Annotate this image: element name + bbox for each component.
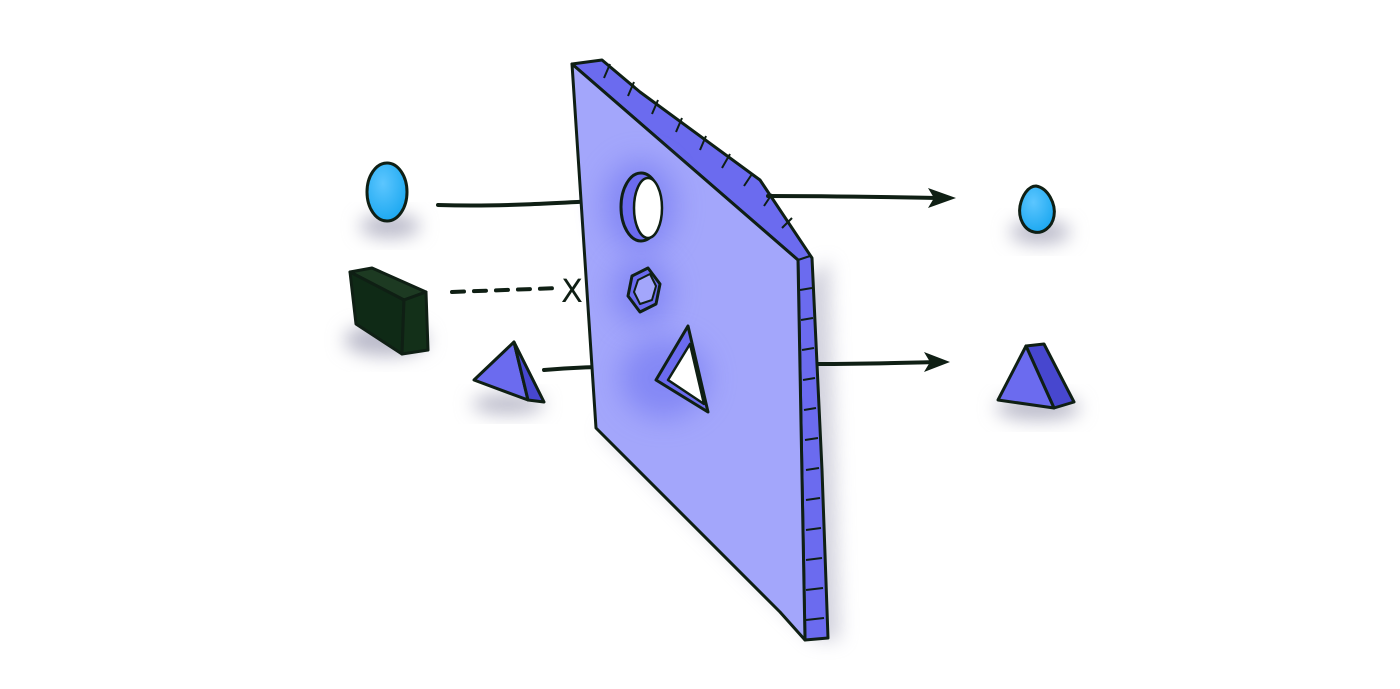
filter-panel (570, 58, 830, 642)
output-paths (766, 194, 942, 366)
rejected-marker: X (561, 272, 583, 310)
arrowheads (924, 188, 956, 372)
sphere-input (365, 161, 409, 223)
sphere-input-shadow (360, 214, 420, 238)
hexagon-hole (626, 266, 662, 314)
circle-hole (619, 171, 664, 243)
sphere-arrowhead (928, 188, 956, 208)
cube-input (348, 266, 430, 356)
cube-path-in (450, 286, 562, 294)
sphere-path-out (766, 194, 942, 200)
pyramid-input (472, 340, 546, 404)
pyramid-path-out (816, 360, 938, 366)
triangle-hole (654, 324, 710, 414)
pyramid-arrowhead (924, 352, 950, 372)
sphere-output (1018, 184, 1056, 234)
pyramid-output (996, 342, 1076, 410)
panel-edge-marks (603, 63, 825, 621)
